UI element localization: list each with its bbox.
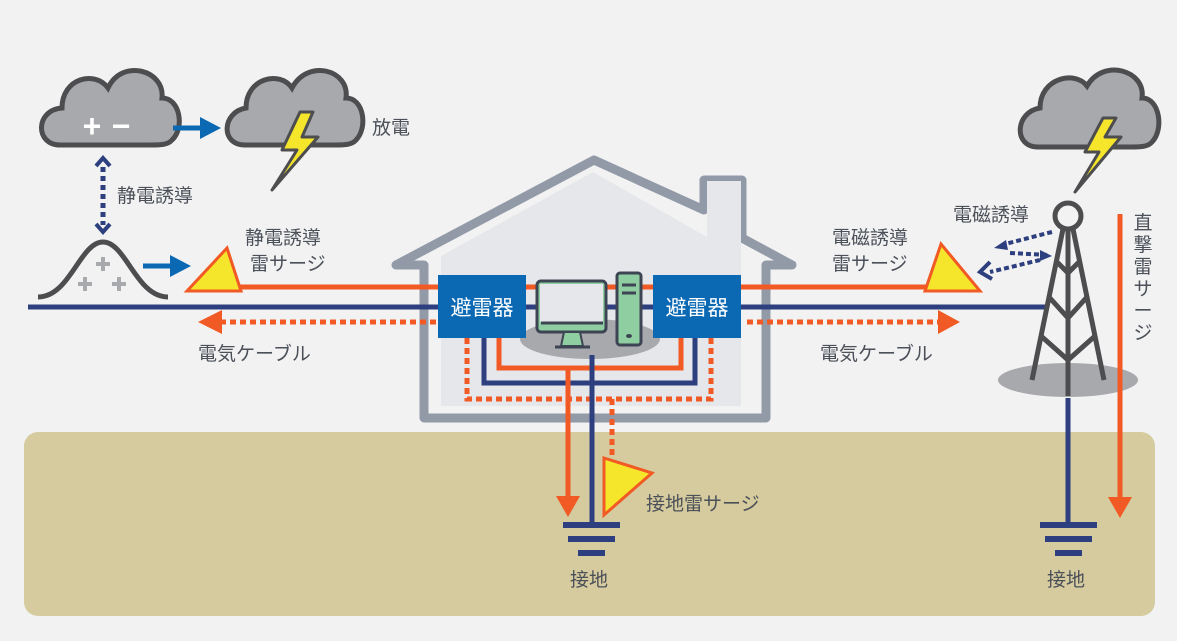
cloud-minus: −	[112, 108, 131, 144]
label-em-surge-1: 電磁誘導	[832, 227, 909, 249]
em-arrowhead-3	[976, 260, 994, 281]
radio-tower	[1029, 200, 1107, 396]
computer	[535, 271, 643, 349]
lightning-bolt-icon	[270, 110, 320, 192]
strike-bolt-icon	[1073, 116, 1123, 194]
cable-right-arrowhead	[938, 310, 960, 334]
arrester-right: 避雷器	[665, 295, 729, 320]
induced-charges	[78, 257, 126, 291]
label-electrostatic-surge-2: 雷サージ	[250, 253, 326, 275]
cable-left-arrowhead	[198, 310, 222, 334]
arrester-left: 避雷器	[450, 295, 514, 320]
label-cable-left: 電気ケーブル	[198, 343, 311, 365]
ground-symbol-left	[563, 522, 620, 556]
label-ground-left: 接地	[570, 569, 609, 591]
em-arrowhead-2	[1040, 250, 1052, 261]
induced-charge-hump	[37, 239, 169, 300]
label-direct-strike: 直撃雷サージ	[1133, 212, 1153, 344]
label-em-induction: 電磁誘導	[953, 204, 1030, 226]
cloud-transition-arrowhead	[200, 117, 221, 139]
electrostatic-surge-triangle	[183, 245, 244, 293]
direct-strike-arrowhead	[1108, 497, 1132, 518]
discharge-cloud	[224, 68, 366, 192]
label-ground-surge: 接地雷サージ	[646, 493, 760, 515]
label-electrostatic-induction: 静電誘導	[117, 185, 194, 207]
strike-cloud	[1017, 67, 1162, 194]
ground-surge-triangle	[602, 455, 656, 519]
em-induction-arrows	[989, 230, 1053, 274]
induction-arrow-up	[94, 154, 112, 168]
cloud-plus: +	[83, 108, 102, 144]
pc-tower	[615, 271, 643, 347]
hump-arrowhead	[170, 255, 191, 277]
arrester-right-box	[653, 275, 741, 338]
label-ground-right: 接地	[1047, 569, 1086, 591]
ground-symbol-right	[1040, 522, 1097, 556]
label-discharge: 放電	[372, 117, 411, 139]
em-arrowhead-1	[994, 240, 1008, 250]
ground-drop-arrowhead	[556, 496, 580, 517]
arrester-left-box	[438, 275, 526, 338]
em-surge-triangle	[922, 240, 984, 293]
label-cable-right: 電気ケーブル	[820, 343, 933, 365]
label-em-surge-2: 雷サージ	[832, 253, 908, 275]
label-electrostatic-surge-1: 静電誘導	[245, 227, 322, 249]
induction-arrow-down	[94, 222, 112, 236]
charged-cloud	[39, 68, 182, 148]
